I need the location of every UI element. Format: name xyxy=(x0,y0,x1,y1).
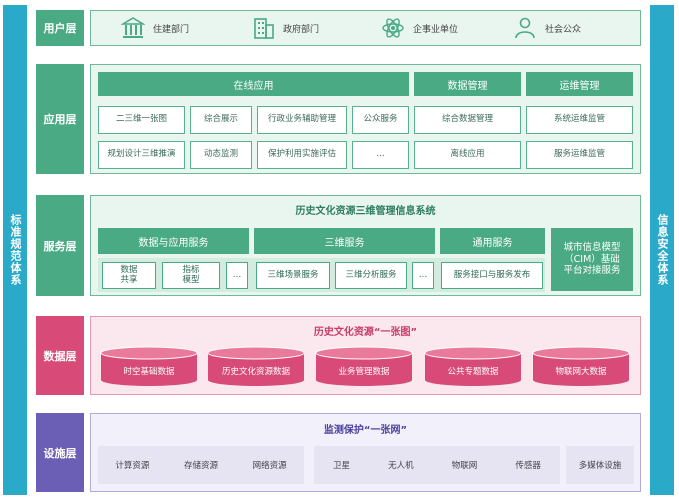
app-cell: … xyxy=(352,141,409,169)
database-cylinder: 物联网大数据 xyxy=(532,346,630,387)
database-cylinder: 历史文化资源数据 xyxy=(207,346,305,387)
database-label: 公共专题数据 xyxy=(447,367,499,377)
app-cell: 动态监测 xyxy=(190,141,252,169)
app-cell: 离线应用 xyxy=(414,141,521,169)
infra-group-sensing: 卫星 无人机 物联网 传感器 xyxy=(314,446,560,484)
user-item-housing: 住建部门 xyxy=(121,11,189,45)
app-cell: 行政业务辅助管理 xyxy=(257,106,347,134)
infra-item: 多媒体设施 xyxy=(578,461,622,471)
building-columns-icon xyxy=(121,17,145,38)
database-cylinder: 业务管理数据 xyxy=(315,346,413,387)
service-cell: 服务接口与服务发布 xyxy=(441,262,543,289)
app-cell: 服务运维监管 xyxy=(526,141,633,169)
database-cylinder: 时空基础数据 xyxy=(100,346,198,387)
security-system-label: 信息安全体系 xyxy=(656,214,669,286)
service-cell: … xyxy=(226,262,248,289)
service-cell: 三维分析服务 xyxy=(335,262,407,289)
service-system-title: 历史文化资源三维管理信息系统 xyxy=(295,205,436,217)
infra-group-computing: 计算资源 存储资源 网络资源 xyxy=(98,446,304,484)
threed-service-header: 三维服务 xyxy=(254,228,435,254)
infra-layer-label: 设施层 xyxy=(36,413,84,492)
user-item-label: 住建部门 xyxy=(153,24,190,35)
ops-management-header: 运维管理 xyxy=(526,72,633,96)
app-cell: 综合展示 xyxy=(190,106,252,134)
user-item-label: 企事业单位 xyxy=(413,24,459,35)
infra-group-multimedia: 多媒体设施 xyxy=(566,446,634,484)
database-label: 物联网大数据 xyxy=(555,367,607,377)
app-cell: 规划设计三维推演 xyxy=(98,141,185,169)
app-cell: 系统运维监管 xyxy=(526,106,633,134)
user-item-government: 政府部门 xyxy=(253,11,319,45)
standards-system-label: 标准规范体系 xyxy=(9,214,22,286)
app-cell: 保护利用实施评估 xyxy=(257,141,347,169)
service-cell: 数据 共享 xyxy=(102,262,156,289)
infra-item: 卫星 xyxy=(333,461,351,471)
infra-item: 网络资源 xyxy=(252,461,287,471)
app-cell: 公众服务 xyxy=(352,106,409,134)
database-cylinder: 公共专题数据 xyxy=(424,346,522,387)
data-management-header: 数据管理 xyxy=(414,72,521,96)
user-layer-label: 用户层 xyxy=(36,10,84,46)
standards-system-bar: 标准规范体系 xyxy=(3,5,27,495)
data-layer-title: 历史文化资源“一张图” xyxy=(313,326,418,338)
infra-item: 存储资源 xyxy=(183,461,218,471)
infra-item: 物联网 xyxy=(451,461,478,471)
user-item-label: 政府部门 xyxy=(283,24,320,35)
infra-item: 传感器 xyxy=(515,461,541,471)
app-layer-label: 应用层 xyxy=(36,64,84,174)
service-cell: 指标 模型 xyxy=(162,262,220,289)
database-label: 时空基础数据 xyxy=(123,367,175,377)
infra-item: 计算资源 xyxy=(115,461,150,471)
people-icon xyxy=(515,17,535,39)
database-label: 业务管理数据 xyxy=(338,367,390,377)
user-item-public: 社会公众 xyxy=(513,11,581,45)
app-cell: 综合数据管理 xyxy=(414,106,521,134)
infra-item: 无人机 xyxy=(388,461,414,471)
online-apps-header: 在线应用 xyxy=(98,72,409,96)
user-layer-panel: 住建部门 政府部门 企事业单位 社会公众 xyxy=(90,10,641,46)
user-item-label: 社会公众 xyxy=(545,24,582,35)
service-cell: … xyxy=(412,262,434,289)
infra-layer-title: 监测保护“一张网” xyxy=(323,424,408,436)
general-service-header: 通用服务 xyxy=(440,228,545,254)
user-item-enterprise: 企事业单位 xyxy=(381,11,458,45)
data-app-service-header: 数据与应用服务 xyxy=(98,228,249,254)
data-layer-label: 数据层 xyxy=(36,316,84,395)
cim-platform-service: 城市信息模型 （CIM）基础 平台对接服务 xyxy=(551,228,633,291)
office-building-icon xyxy=(254,18,274,39)
service-layer-label: 服务层 xyxy=(36,195,84,296)
atom-icon xyxy=(382,18,404,38)
service-cell: 三维场景服务 xyxy=(256,262,330,289)
database-label: 历史文化资源数据 xyxy=(221,367,290,377)
security-system-bar: 信息安全体系 xyxy=(650,5,674,495)
app-cell: 二三维一张图 xyxy=(98,106,185,134)
